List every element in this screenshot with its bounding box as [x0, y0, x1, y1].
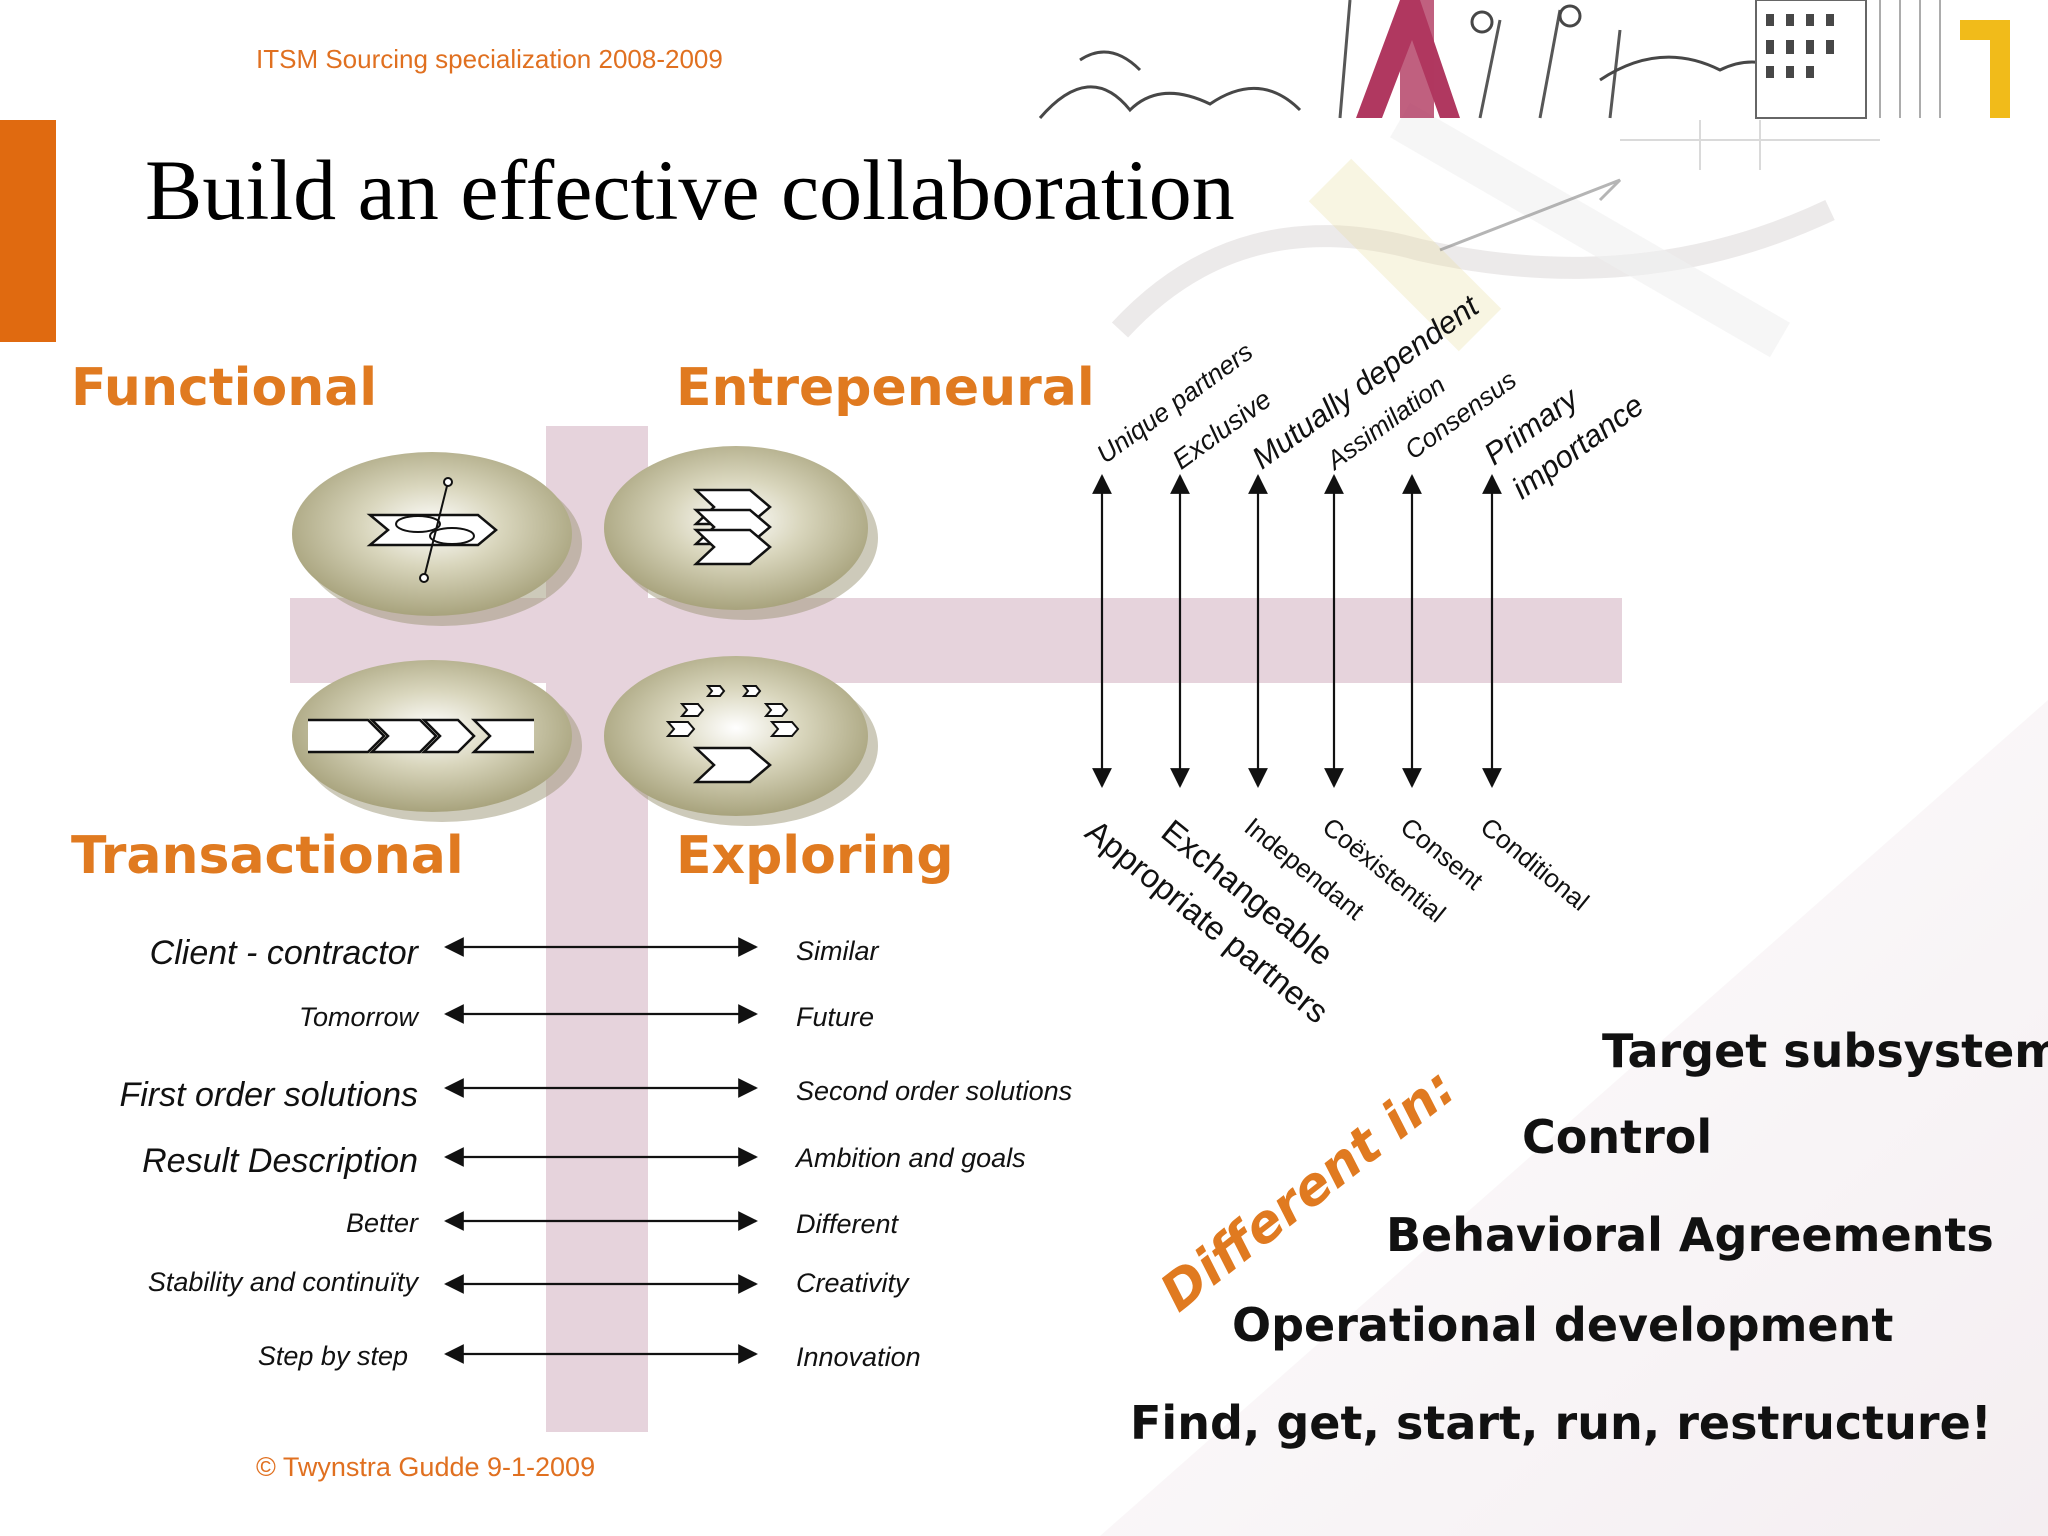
contrast-left-4: Result Description [142, 1142, 418, 1180]
disc-exploring [604, 656, 878, 826]
accent-bar [0, 120, 56, 342]
cross-vertical [546, 426, 648, 1432]
horizontal-arrows [444, 937, 758, 1364]
quadrant-exploring: Exploring [676, 826, 954, 886]
contrast-right-7: Innovation [796, 1342, 921, 1372]
difference-behavioral-agreements: Behavioral Agreements [1386, 1208, 1994, 1262]
contrast-right-1: Similar [796, 936, 879, 966]
background-wash [1100, 700, 2048, 1536]
contrast-right-6: Creativity [796, 1268, 909, 1298]
contrast-left-7: Step by step [257, 1341, 408, 1371]
quadrant-entrepeneural: Entrepeneural [676, 358, 1095, 418]
difference-find-get-start: Find, get, start, run, restructure! [1130, 1396, 1992, 1450]
contrast-right-2: Future [796, 1002, 875, 1032]
contrast-left-3: First order solutions [119, 1076, 418, 1114]
disc-functional [292, 452, 582, 626]
contrast-right-5: Different [796, 1209, 899, 1239]
slide-title: Build an effective collaboration [145, 142, 1235, 238]
decorative-sketch [1038, 0, 2010, 358]
difference-target-subsystem: Target subsystem [1602, 1024, 2048, 1078]
vertical-arrows [1092, 474, 1502, 788]
footer-copyright: © Twynstra Gudde 9-1-2009 [256, 1452, 596, 1482]
difference-control: Control [1522, 1110, 1713, 1164]
contrast-left-2: Tomorrow [298, 1002, 418, 1032]
course-header: ITSM Sourcing specialization 2008-2009 [256, 44, 723, 74]
quadrant-transactional: Transactional [71, 826, 464, 886]
contrast-right-4: Ambition and goals [796, 1143, 1026, 1173]
quadrant-functional: Functional [71, 358, 378, 418]
disc-entrepeneural [604, 446, 878, 620]
difference-operational-development: Operational development [1232, 1298, 1894, 1352]
contrast-left-6: Stability and continuïty [147, 1267, 418, 1297]
contrast-right-3: Second order solutions [796, 1076, 1073, 1106]
contrast-left-5: Better [345, 1208, 418, 1238]
contrast-left-1: Client - contractor [149, 934, 418, 972]
disc-transactional [292, 660, 582, 822]
